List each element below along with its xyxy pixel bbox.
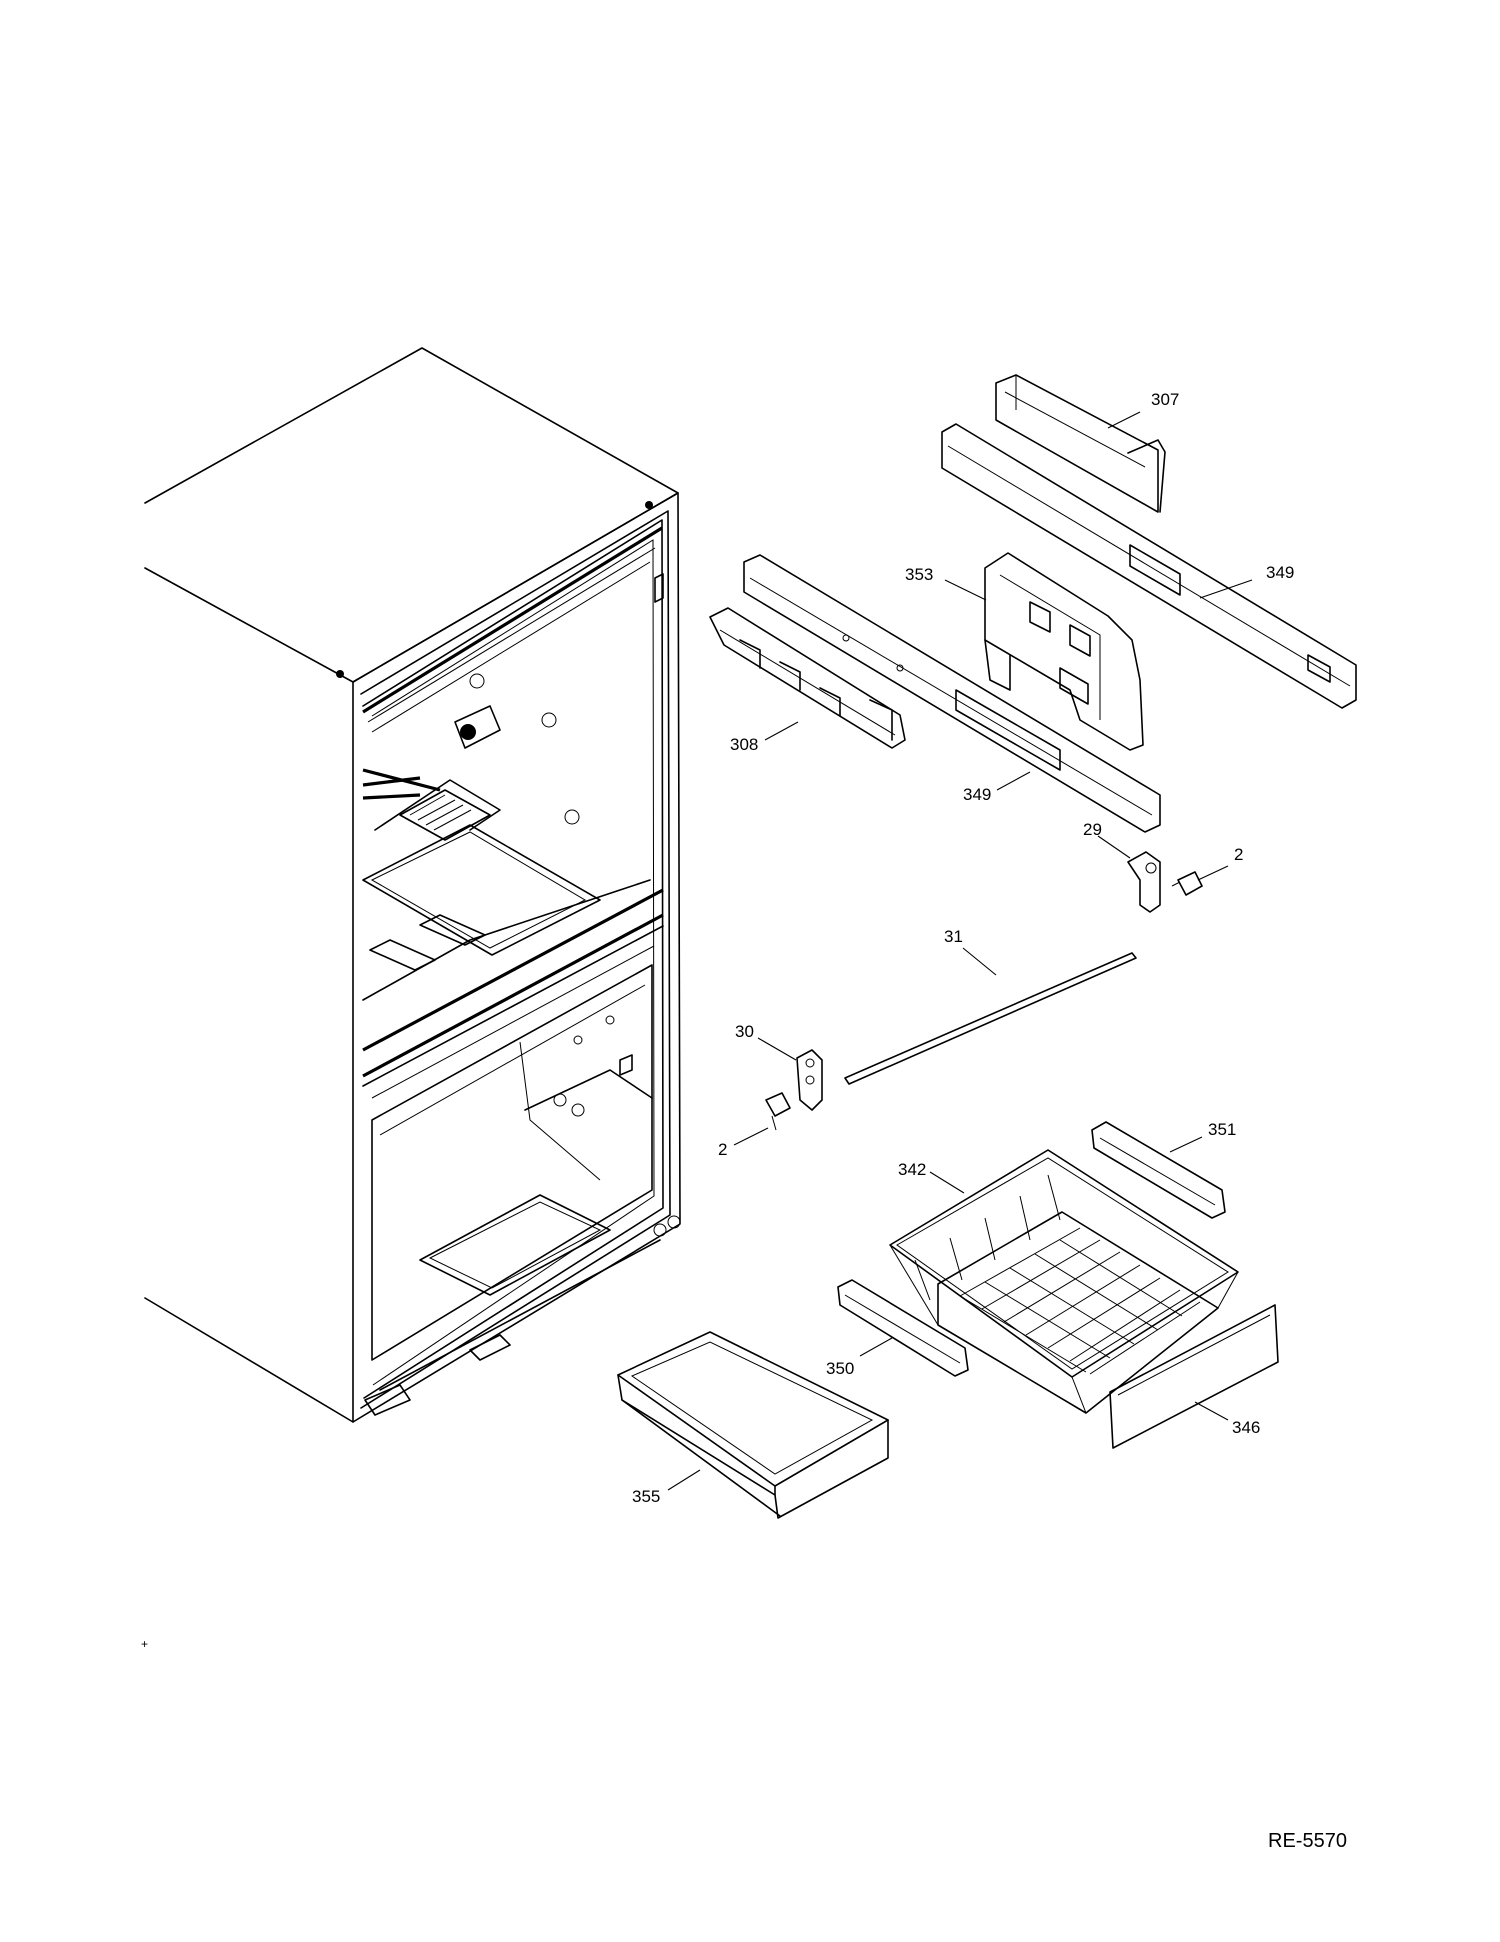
part-2-screw-lower (765, 1092, 791, 1131)
part-346-drawer-front (1109, 1304, 1279, 1449)
callout-307: 307 (1151, 390, 1179, 409)
document-number: RE-5570 (1268, 1830, 1347, 1852)
callout-308: 308 (730, 735, 758, 754)
refrigerator-cabinet (144, 347, 681, 1423)
callout-351: 351 (1208, 1120, 1236, 1139)
part-29-bracket (1127, 851, 1161, 913)
leader-lines (667, 411, 1253, 1491)
callout-342: 342 (898, 1160, 926, 1179)
part-31-rod (844, 952, 1137, 1085)
callout-349-upper: 349 (1266, 563, 1294, 582)
callout-labels: 307 349 353 308 349 29 2 31 30 2 351 342… (632, 390, 1294, 1506)
part-351-slide-rail (1091, 1121, 1226, 1219)
callout-2-upper: 2 (1234, 845, 1243, 864)
part-2-screw-upper (1171, 871, 1203, 896)
corner-mark: + (141, 1637, 149, 1651)
part-308-side-bracket (709, 607, 906, 749)
part-349-lower-slide (743, 554, 1161, 833)
callout-353: 353 (905, 565, 933, 584)
callout-31: 31 (944, 927, 963, 946)
part-355-pan (617, 1331, 889, 1519)
callout-349-lower: 349 (963, 785, 991, 804)
callout-346: 346 (1232, 1418, 1260, 1437)
part-342-wire-basket (889, 1149, 1239, 1414)
part-350-slide-rail (837, 1279, 969, 1377)
vent-grille (399, 789, 491, 841)
callout-29: 29 (1083, 820, 1102, 839)
callout-30: 30 (735, 1022, 754, 1041)
part-353-bracket-housing (984, 552, 1144, 751)
part-30-bracket (796, 1049, 823, 1111)
callout-2-lower: 2 (718, 1140, 727, 1159)
part-307-rail-bracket (995, 374, 1166, 513)
part-349-upper-slide (941, 423, 1357, 709)
callout-355: 355 (632, 1487, 660, 1506)
callout-350: 350 (826, 1359, 854, 1378)
